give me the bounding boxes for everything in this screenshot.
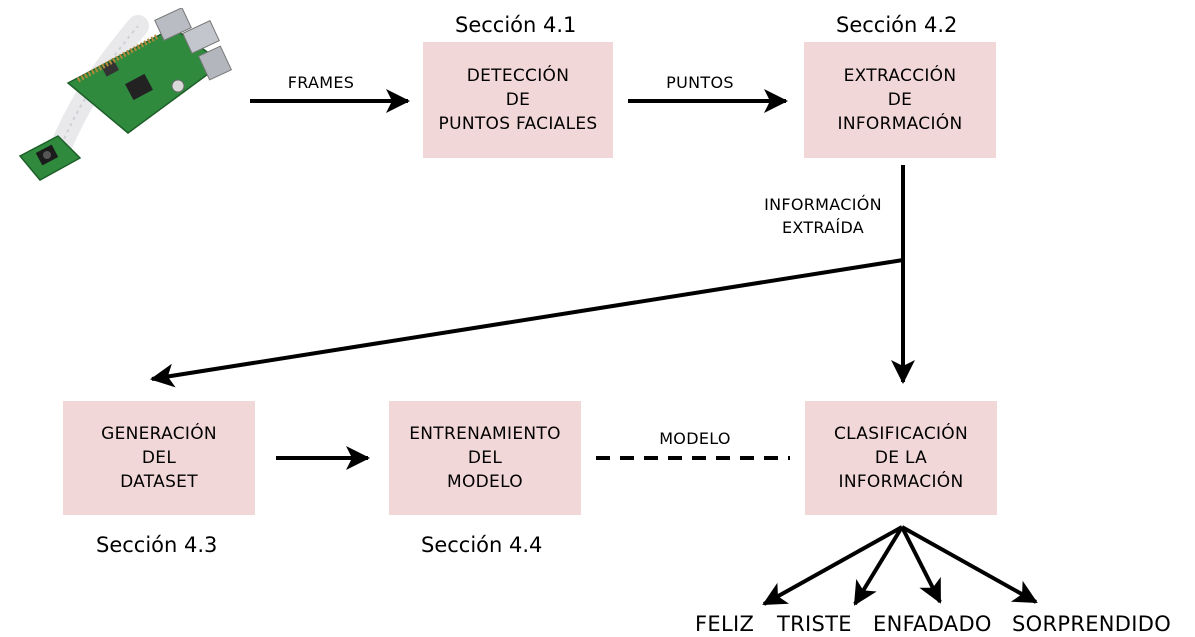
section-label-4-1: Sección 4.1 bbox=[455, 13, 577, 37]
arrow-enfadado bbox=[900, 526, 942, 604]
section-label-4-4: Sección 4.4 bbox=[421, 533, 543, 557]
arrow-triste bbox=[853, 525, 904, 606]
emotion-triste: TRISTE bbox=[777, 612, 852, 636]
emotion-sorprendido: SORPRENDIDO bbox=[1012, 612, 1172, 636]
arrow-feliz bbox=[762, 525, 903, 606]
emotion-enfadado: ENFADADO bbox=[873, 612, 992, 636]
box-deteccion-puntos-faciales: DETECCIÓN DE PUNTOS FACIALES bbox=[423, 42, 613, 158]
emotion-feliz: FELIZ bbox=[695, 612, 755, 636]
box-clasificacion-informacion: CLASIFICACIÓN DE LA INFORMACIÓN bbox=[805, 401, 997, 515]
section-label-4-3: Sección 4.3 bbox=[96, 533, 218, 557]
box-entrenamiento-modelo: ENTRENAMIENTO DEL MODELO bbox=[389, 401, 581, 515]
raspberry-pi-camera-icon bbox=[18, 8, 233, 181]
section-label-4-2: Sección 4.2 bbox=[836, 13, 958, 37]
edge-label-modelo: MODELO bbox=[659, 429, 731, 448]
edge-label-informacion-extraida: INFORMACIÓN EXTRAÍDA bbox=[764, 195, 882, 237]
edge-label-frames: FRAMES bbox=[287, 73, 355, 92]
edge-label-puntos: PUNTOS bbox=[666, 73, 734, 92]
box-extraccion-informacion: EXTRACCIÓN DE INFORMACIÓN bbox=[804, 42, 996, 158]
arrow-informacion-to-dataset bbox=[150, 258, 904, 388]
box-generacion-dataset: GENERACIÓN DEL DATASET bbox=[63, 401, 255, 515]
arrow-sorprendido bbox=[901, 525, 1038, 604]
